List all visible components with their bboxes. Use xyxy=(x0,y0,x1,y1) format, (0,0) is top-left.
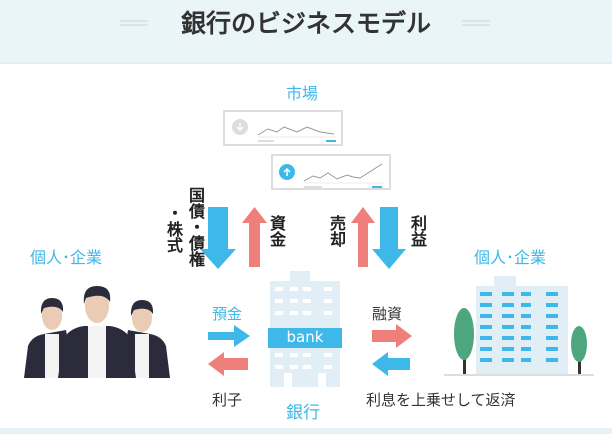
market-card-up xyxy=(271,154,391,190)
arrow-up-funds xyxy=(242,207,267,267)
market-card-down xyxy=(223,110,343,146)
funds-label: 資金 xyxy=(267,215,286,247)
right-party-label: 個人･企業 xyxy=(474,248,547,267)
securities-label-2: ・株式 xyxy=(164,205,183,253)
office-building xyxy=(444,276,594,376)
bank-building xyxy=(268,271,342,387)
page-title: 銀行のビジネスモデル xyxy=(180,9,431,38)
tree-right xyxy=(571,326,587,374)
arrow-down-profit xyxy=(372,207,406,269)
sale-label: 売却 xyxy=(327,215,346,247)
left-party-label: 個人･企業 xyxy=(30,248,103,267)
arrow-left-interest xyxy=(208,352,248,376)
footer-bar xyxy=(0,428,612,434)
interest-label: 利子 xyxy=(212,391,243,409)
repayment-label: 利息を上乗せして返済 xyxy=(366,391,516,409)
tree-left xyxy=(454,308,474,374)
people-illustration xyxy=(24,286,170,378)
profit-label: 利益 xyxy=(408,215,427,247)
arrow-right-deposit xyxy=(208,325,250,347)
bank-label: 銀行 xyxy=(286,403,320,423)
arrow-left-repayment xyxy=(372,352,410,376)
title-decoration-left xyxy=(120,20,148,26)
title-decoration-right xyxy=(462,20,490,26)
market-charts xyxy=(223,110,391,190)
securities-label-1: 国債・債権 xyxy=(186,187,205,267)
horizontal-arrows xyxy=(208,324,412,376)
arrow-down-securities xyxy=(200,207,236,269)
deposit-label: 預金 xyxy=(212,305,243,323)
arrow-right-loan xyxy=(372,324,412,348)
arrow-up-sale xyxy=(351,207,375,267)
loan-label: 融資 xyxy=(372,305,403,323)
bank-banner xyxy=(268,328,342,348)
market-label: 市場 xyxy=(286,84,319,103)
vertical-arrows xyxy=(200,207,406,269)
header-bar xyxy=(0,0,612,64)
bank-sign: bank xyxy=(286,328,324,346)
